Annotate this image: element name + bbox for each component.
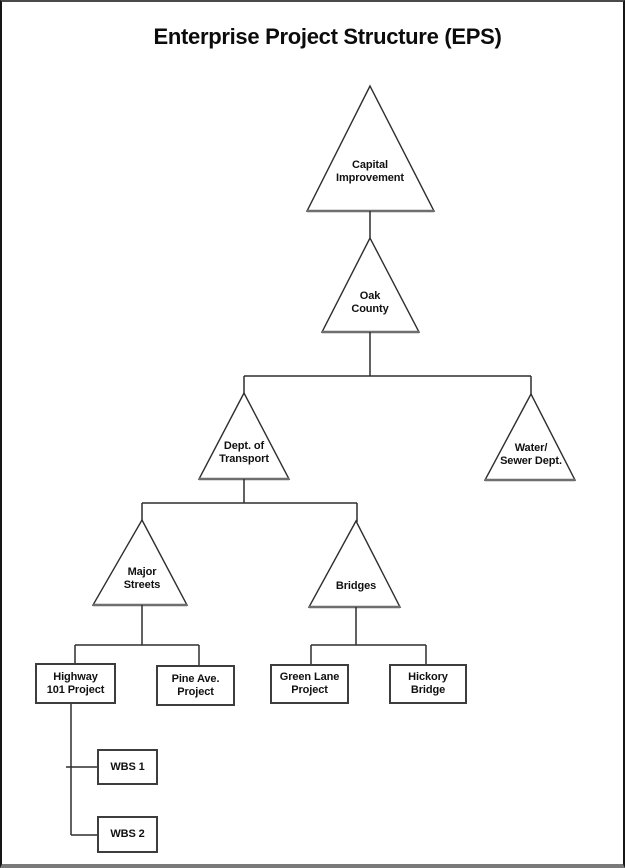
node-highway-101-project: Highway 101 Project — [35, 663, 116, 704]
node-wbs-1: WBS 1 — [97, 749, 158, 785]
page-title: Enterprise Project Structure (EPS) — [153, 24, 502, 49]
triangle-oak-county — [320, 236, 421, 333]
node-wbs-2: WBS 2 — [97, 816, 158, 853]
triangle-capital-improvement — [305, 84, 436, 212]
node-dept-of-transport: Dept. of Transport — [219, 440, 269, 465]
node-bridges: Bridges — [335, 580, 377, 592]
node-green-lane-project: Green Lane Project — [270, 664, 349, 704]
triangle-dept-of-transport — [197, 391, 291, 480]
node-oak-county: Oak County — [351, 290, 389, 315]
triangle-bridges — [307, 519, 402, 608]
node-capital-improvement: Capital Improvement — [336, 159, 404, 184]
triangle-major-streets — [91, 518, 189, 606]
node-water-sewer-dept: Water/ Sewer Dept. — [500, 442, 562, 467]
node-pine-ave-project: Pine Ave. Project — [156, 665, 235, 706]
node-hickory-bridge: Hickory Bridge — [389, 664, 467, 704]
node-major-streets: Major Streets — [123, 566, 161, 591]
